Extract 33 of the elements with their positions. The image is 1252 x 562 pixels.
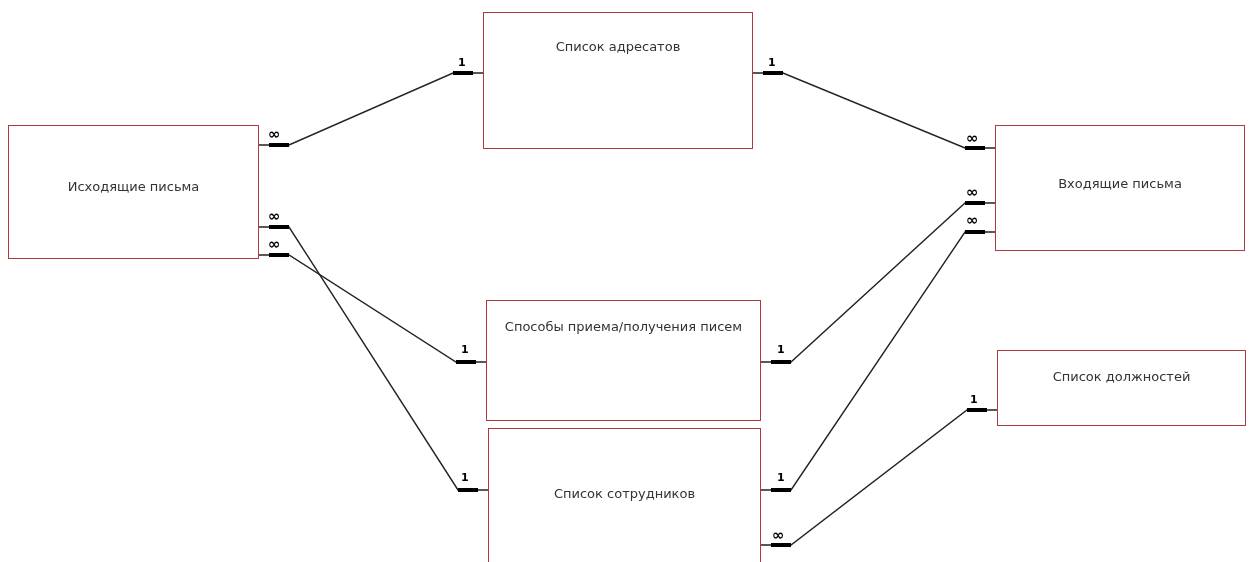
cardinality-label: ∞ — [772, 529, 785, 541]
cardinality-label: ∞ — [268, 238, 281, 250]
table-box — [997, 350, 1246, 426]
table-box — [8, 125, 259, 259]
cardinality-label: ∞ — [966, 186, 979, 198]
table-name: Входящие письма — [1057, 176, 1183, 191]
relationship-line — [258, 71, 484, 147]
table-name: Список должностей — [1051, 369, 1192, 384]
cardinality-label: 1 — [461, 344, 469, 356]
relationship-line — [258, 253, 487, 364]
cardinality-label: 1 — [461, 472, 469, 484]
table-box — [488, 428, 761, 562]
relationship-line — [760, 201, 996, 364]
table-name: Исходящие письма — [66, 179, 201, 194]
table-box — [486, 300, 761, 421]
table-name: Способы приема/получения писем — [503, 319, 744, 334]
cardinality-label: 1 — [777, 472, 785, 484]
relationship-line — [760, 230, 996, 492]
cardinality-label: ∞ — [268, 210, 281, 222]
table-box — [995, 125, 1245, 251]
relationship-line — [752, 71, 996, 150]
cardinality-label: ∞ — [268, 128, 281, 140]
table-box — [483, 12, 753, 149]
cardinality-label: ∞ — [966, 132, 979, 144]
cardinality-label: 1 — [970, 394, 978, 406]
cardinality-label: 1 — [768, 57, 776, 69]
relationship-line — [258, 225, 489, 492]
table-name: Список сотрудников — [552, 486, 697, 501]
table-name: Список адресатов — [554, 39, 682, 54]
cardinality-label: 1 — [458, 57, 466, 69]
relationship-line — [760, 408, 998, 547]
cardinality-label: ∞ — [966, 214, 979, 226]
cardinality-label: 1 — [777, 344, 785, 356]
